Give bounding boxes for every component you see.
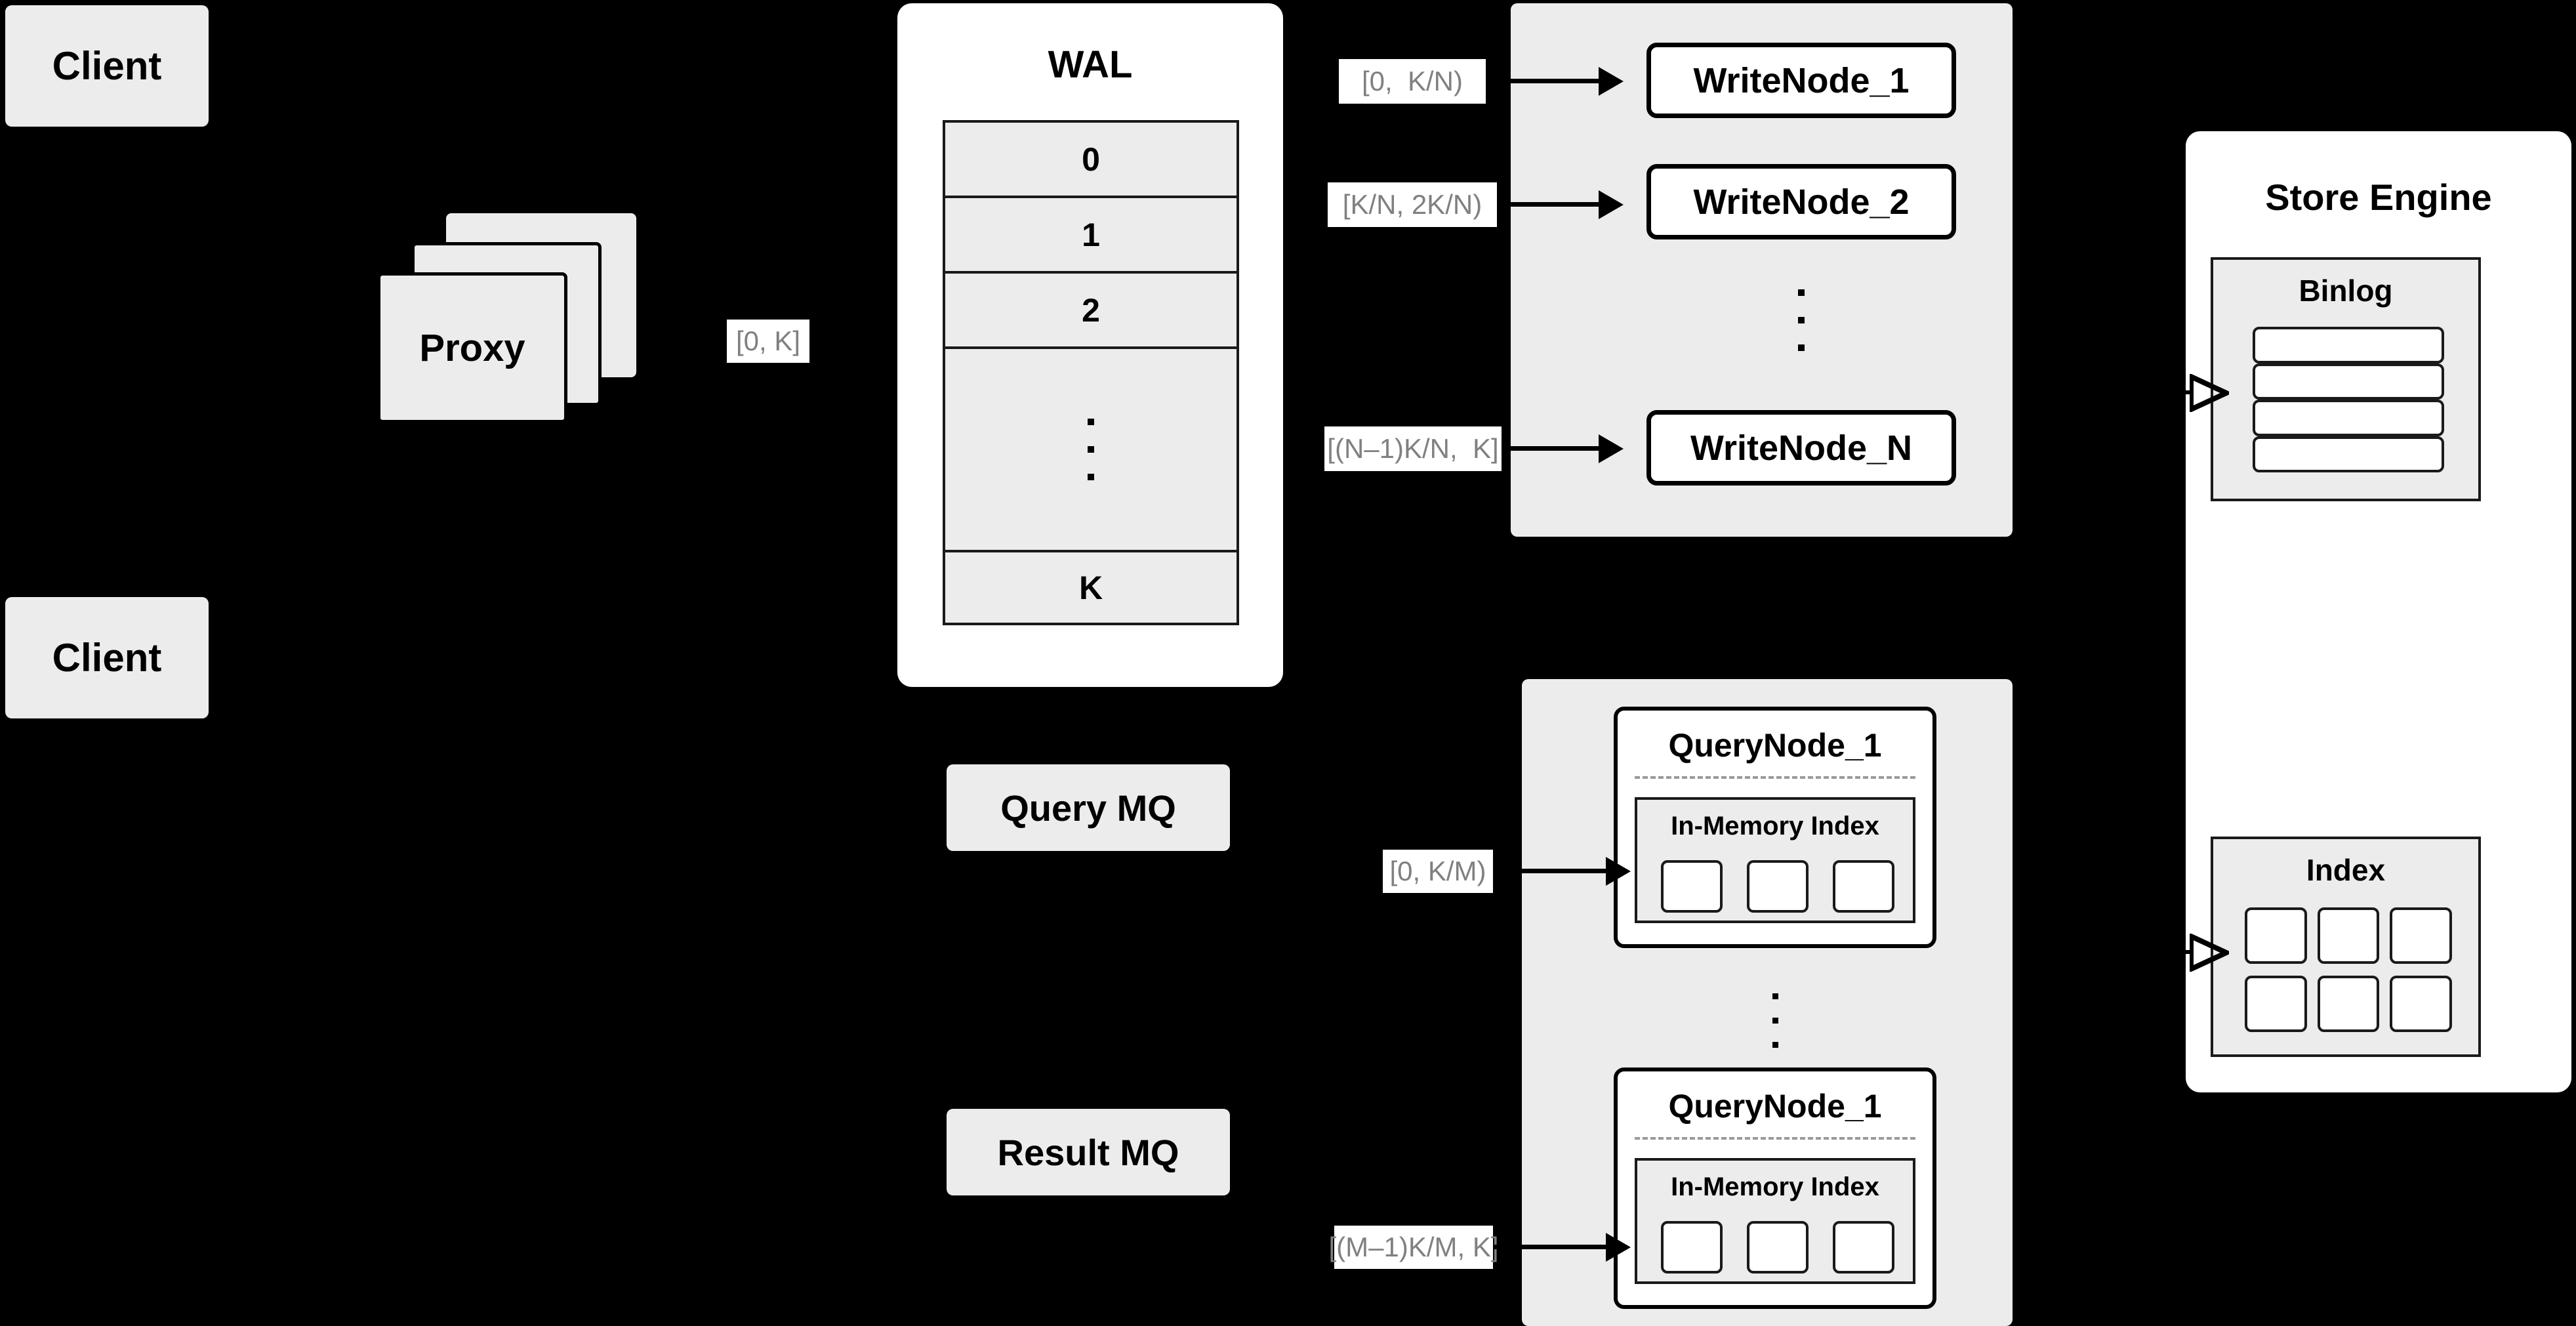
index-grid: [2245, 907, 2452, 1032]
write-arrow-line-n: [1502, 446, 1610, 451]
write-node-n[interactable]: WriteNode_N: [1646, 410, 1956, 486]
client-node-1[interactable]: Client: [5, 5, 209, 127]
query-arrow-line-2: [1493, 1245, 1618, 1249]
query-node-1-title: QueryNode_1: [1668, 727, 1882, 764]
index-title: Index: [2306, 853, 2386, 887]
query-arrow-line-1: [1493, 869, 1618, 873]
wal-row-ellipsis: [943, 346, 1239, 550]
index-cell[interactable]: [2245, 976, 2307, 1032]
wal-table: 0 1 2 K: [943, 120, 1239, 625]
wal-row-2[interactable]: 2: [943, 271, 1239, 346]
write-arrow-head-n: [1599, 434, 1624, 463]
query-node-2[interactable]: QueryNode_1 In-Memory Index: [1614, 1067, 1936, 1309]
index-slot[interactable]: [1833, 1221, 1894, 1274]
query-node-1-divider: [1635, 776, 1915, 779]
query-node-2-inmemory-index-title: In-Memory Index: [1671, 1172, 1879, 1201]
query-node-1-index-slots: [1661, 860, 1894, 913]
client-label-1: Client: [52, 44, 162, 88]
query-node-cluster: QueryNode_1 In-Memory Index QueryNode_1: [1522, 679, 2013, 1326]
index-cell[interactable]: [2245, 907, 2307, 964]
index-slot[interactable]: [1833, 860, 1894, 913]
proxy-card-front[interactable]: Proxy: [377, 272, 567, 423]
query-mq-node[interactable]: Query MQ: [947, 764, 1230, 851]
index-cell[interactable]: [2390, 976, 2452, 1032]
write-arrow-line-1: [1486, 79, 1610, 83]
write-arrow-head-2: [1599, 190, 1624, 219]
query-node-1[interactable]: QueryNode_1 In-Memory Index: [1614, 707, 1936, 948]
wal-title: WAL: [1048, 43, 1133, 86]
write-node-1[interactable]: WriteNode_1: [1646, 43, 1956, 118]
query-arrow-head-1: [1606, 857, 1631, 886]
wal-row-0[interactable]: 0: [943, 120, 1239, 196]
write-arrow-head-1: [1599, 67, 1624, 96]
index-slot[interactable]: [1661, 1221, 1723, 1274]
store-engine-panel: Store Engine Binlog Index: [2186, 131, 2571, 1092]
binlog-title: Binlog: [2299, 274, 2393, 308]
index-open-arrow-head-icon: [2190, 934, 2229, 972]
index-cell[interactable]: [2317, 976, 2380, 1032]
query-node-2-inmemory-index: In-Memory Index: [1635, 1158, 1915, 1284]
query-edge-label-2: [(M–1)K/M, K]: [1328, 1226, 1499, 1269]
proxy-out-edge-label: [0, K]: [727, 320, 809, 363]
index-slot[interactable]: [1661, 860, 1723, 913]
proxy-stack[interactable]: Proxy: [377, 213, 672, 430]
query-edge-label-1: [0, K/M): [1383, 850, 1493, 893]
binlog-rows: [2253, 327, 2444, 472]
result-mq-node[interactable]: Result MQ: [947, 1109, 1230, 1195]
query-node-2-divider: [1635, 1137, 1915, 1140]
write-edge-label-2: [K/N, 2K/N): [1328, 182, 1497, 227]
write-node-cluster: WriteNode_1 WriteNode_2 WriteNode_N: [1511, 3, 2013, 537]
binlog-row[interactable]: [2253, 327, 2444, 363]
binlog-row[interactable]: [2253, 436, 2444, 472]
query-arrow-head-2: [1606, 1233, 1631, 1262]
query-node-vertical-ellipsis-icon: [1614, 968, 1936, 1073]
query-node-1-inmemory-index-title: In-Memory Index: [1671, 812, 1879, 840]
query-node-2-index-slots: [1661, 1221, 1894, 1274]
index-cell[interactable]: [2317, 907, 2380, 964]
binlog-box: Binlog: [2211, 257, 2481, 501]
index-box: Index: [2211, 837, 2481, 1057]
wal-row-1[interactable]: 1: [943, 196, 1239, 271]
binlog-row[interactable]: [2253, 400, 2444, 436]
index-cell[interactable]: [2390, 907, 2452, 964]
query-node-1-inmemory-index: In-Memory Index: [1635, 797, 1915, 923]
wal-panel: WAL 0 1 2 K: [897, 3, 1283, 687]
binlog-arrow-line: [2165, 390, 2192, 394]
binlog-row[interactable]: [2253, 363, 2444, 400]
write-edge-label-1: [0, K/N): [1339, 59, 1486, 104]
write-edge-label-n: [(N–1)K/N, K]: [1324, 426, 1502, 471]
wal-vertical-ellipsis-icon: [1088, 408, 1094, 491]
binlog-open-arrow-head-icon: [2190, 374, 2229, 412]
write-node-2[interactable]: WriteNode_2: [1646, 164, 1956, 239]
client-node-2[interactable]: Client: [5, 597, 209, 718]
write-node-vertical-ellipsis-icon: [1646, 264, 1956, 376]
index-slot[interactable]: [1747, 860, 1809, 913]
proxy-label: Proxy: [419, 326, 525, 369]
wal-row-k[interactable]: K: [943, 550, 1239, 625]
client-label-2: Client: [52, 636, 162, 680]
store-engine-title: Store Engine: [2265, 176, 2492, 218]
index-slot[interactable]: [1747, 1221, 1809, 1274]
write-arrow-line-2: [1497, 202, 1610, 207]
index-arrow-line: [2165, 950, 2192, 954]
query-node-2-title: QueryNode_1: [1668, 1088, 1882, 1125]
